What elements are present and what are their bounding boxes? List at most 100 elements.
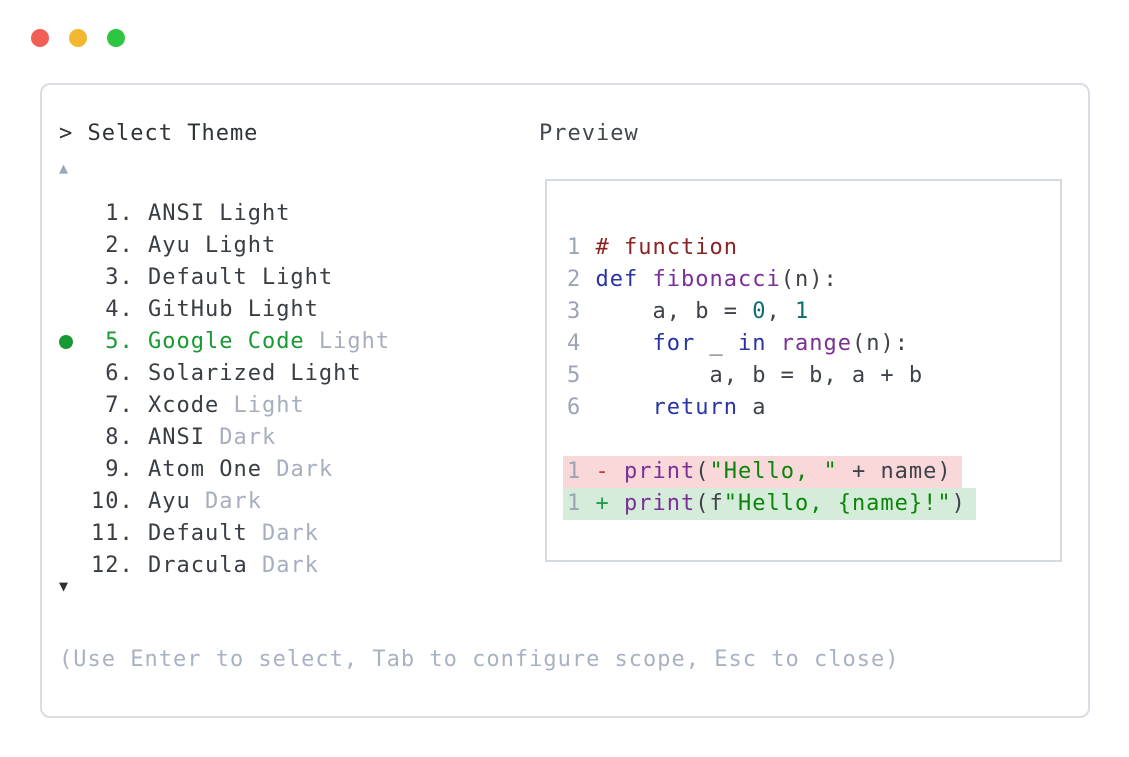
theme-number: 1. bbox=[91, 201, 148, 226]
theme-list-item[interactable]: 8. ANSI Dark bbox=[91, 422, 390, 454]
theme-name: ANSI bbox=[147, 425, 205, 450]
theme-name-variant: Dark bbox=[247, 521, 319, 546]
theme-number: 11. bbox=[91, 521, 148, 546]
preview-heading: Preview bbox=[539, 121, 639, 146]
code-token-pln: (n): bbox=[780, 267, 838, 292]
theme-list-item[interactable]: 6. Solarized Light bbox=[91, 358, 390, 390]
close-window-icon[interactable] bbox=[31, 29, 49, 47]
diff-removed-highlight: 1 - print("Hello, " + name) bbox=[563, 456, 962, 488]
code-token-pln: ( bbox=[695, 459, 710, 484]
theme-name: Default Light bbox=[147, 265, 334, 290]
code-token-pln: , bbox=[766, 299, 795, 324]
line-number: 3 bbox=[567, 299, 596, 324]
theme-list-item[interactable]: 1. ANSI Light bbox=[91, 198, 390, 230]
theme-name-variant: Dark bbox=[204, 425, 277, 450]
code-token-plus: + bbox=[595, 491, 624, 516]
line-number: 1 bbox=[567, 459, 596, 484]
code-token-kwd: for bbox=[652, 331, 696, 356]
line-number: 6 bbox=[567, 395, 596, 420]
theme-name: Dracula bbox=[147, 553, 248, 578]
code-token-pln: a, b = b, a + b bbox=[595, 363, 924, 388]
code-token-str: "Hello, " bbox=[709, 459, 838, 484]
theme-name-variant: Dark bbox=[190, 489, 262, 514]
theme-list-item[interactable]: 2. Ayu Light bbox=[91, 230, 390, 262]
theme-number: 4. bbox=[91, 297, 148, 322]
theme-number: 12. bbox=[91, 553, 148, 578]
minimize-window-icon[interactable] bbox=[69, 29, 87, 47]
code-line: 1 # function bbox=[567, 232, 976, 264]
line-number: 2 bbox=[567, 267, 596, 292]
code-token-com: # function bbox=[595, 235, 738, 260]
theme-name: Ayu Light bbox=[147, 233, 277, 258]
theme-list-item[interactable]: 4. GitHub Light bbox=[91, 294, 390, 326]
code-token-pln: + name) bbox=[837, 459, 952, 484]
code-token-pln bbox=[766, 331, 780, 356]
code-token-pln: ) bbox=[951, 491, 966, 516]
code-token-pln: a bbox=[737, 395, 767, 420]
theme-name: Xcode bbox=[147, 393, 220, 418]
code-line: 2 def fibonacci(n): bbox=[567, 264, 976, 296]
blank-line bbox=[567, 424, 976, 456]
theme-name: Google Code bbox=[147, 329, 305, 354]
theme-name-variant: Dark bbox=[261, 457, 334, 482]
diff-code-line: 1 - print("Hello, " + name) bbox=[563, 456, 976, 488]
code-line: 3 a, b = 0, 1 bbox=[567, 296, 976, 328]
code-token-typ: print bbox=[624, 459, 696, 484]
code-token-pln bbox=[638, 267, 652, 292]
code-token-kwd: in bbox=[737, 331, 767, 356]
code-token-str: "Hello, {name}!" bbox=[723, 491, 952, 516]
theme-number: 8. bbox=[91, 425, 148, 450]
theme-name: GitHub Light bbox=[147, 297, 319, 322]
diff-added-highlight: 1 + print(f"Hello, {name}!") bbox=[563, 488, 976, 520]
code-token-pln: _ bbox=[695, 331, 738, 356]
theme-name-variant: Dark bbox=[247, 553, 319, 578]
zoom-window-icon[interactable] bbox=[107, 29, 125, 47]
code-token-lit: 0 bbox=[752, 299, 767, 324]
code-line: 4 for _ in range(n): bbox=[567, 328, 976, 360]
theme-list-item[interactable]: 10. Ayu Dark bbox=[91, 486, 390, 518]
theme-number: 2. bbox=[91, 233, 148, 258]
theme-list-item[interactable]: 5. Google Code Light bbox=[59, 326, 391, 358]
diff-code-line: 1 + print(f"Hello, {name}!") bbox=[563, 488, 976, 520]
code-token-pln bbox=[596, 395, 653, 420]
theme-list-item[interactable]: 9. Atom One Dark bbox=[91, 454, 390, 486]
scroll-up-icon[interactable]: ▲ bbox=[59, 159, 69, 177]
theme-number: 10. bbox=[91, 489, 148, 514]
code-token-pln: (f bbox=[695, 491, 724, 516]
theme-list-item[interactable]: 12. Dracula Dark bbox=[91, 550, 390, 582]
theme-name-variant: Light bbox=[219, 393, 305, 418]
code-token-typ: range bbox=[780, 331, 852, 356]
theme-name: ANSI Light bbox=[147, 201, 291, 226]
code-token-kwd: return bbox=[652, 395, 738, 420]
theme-name: Atom One bbox=[147, 457, 262, 482]
theme-number: 9. bbox=[91, 457, 148, 482]
code-line: 6 return a bbox=[567, 392, 976, 424]
keyboard-hint: (Use Enter to select, Tab to configure s… bbox=[59, 647, 900, 672]
line-number: 5 bbox=[567, 363, 596, 388]
theme-list-item[interactable]: 11. Default Dark bbox=[91, 518, 390, 550]
theme-list-item[interactable]: 7. Xcode Light bbox=[91, 390, 390, 422]
scroll-down-icon[interactable]: ▼ bbox=[59, 577, 69, 595]
theme-name: Solarized Light bbox=[147, 361, 362, 386]
theme-number: 7. bbox=[91, 393, 148, 418]
theme-name-variant: Light bbox=[304, 329, 391, 354]
theme-number: 3. bbox=[91, 265, 148, 290]
code-line: 5 a, b = b, a + b bbox=[567, 360, 976, 392]
line-number: 1 bbox=[567, 235, 596, 260]
code-token-typ: fibonacci bbox=[652, 267, 781, 292]
code-token-pln: (n): bbox=[851, 331, 909, 356]
theme-picker-panel: > Select Theme Preview ▲ 1. ANSI Light 2… bbox=[40, 83, 1090, 718]
window-traffic-lights bbox=[31, 29, 125, 47]
theme-name: Default bbox=[147, 521, 248, 546]
theme-number: 5. bbox=[91, 329, 148, 354]
selected-theme-bullet-icon bbox=[59, 335, 73, 349]
line-number: 1 bbox=[567, 491, 596, 516]
code-token-pln bbox=[596, 331, 653, 356]
theme-list-item[interactable]: 3. Default Light bbox=[91, 262, 390, 294]
code-token-lit: 1 bbox=[794, 299, 810, 324]
code-token-pln: a, b = bbox=[595, 299, 753, 324]
select-theme-prompt: > Select Theme bbox=[59, 121, 259, 146]
line-number: 4 bbox=[567, 331, 596, 356]
